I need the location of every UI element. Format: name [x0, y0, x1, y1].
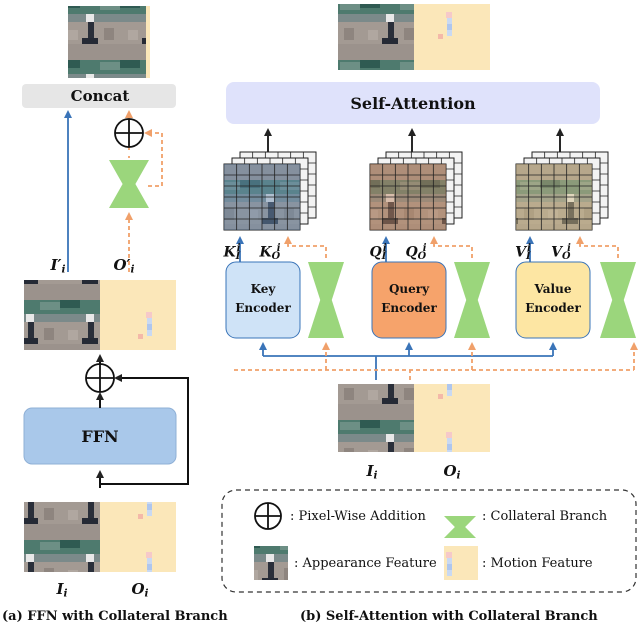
legend-motion-label: : Motion Feature [482, 555, 593, 571]
query-encoder-label-1: Query [388, 282, 430, 296]
left-caption: (a) FFN with Collateral Branch [2, 608, 228, 624]
legend-pixel-addition-icon [254, 502, 282, 530]
query-O-dashed [430, 236, 473, 258]
value-encoder-label-1: Value [534, 282, 572, 296]
residual-connection [100, 374, 189, 485]
label-K-O: KOi [259, 242, 281, 262]
left-orange-loop-to-plus [144, 129, 163, 187]
right-label-I: Ii [366, 462, 378, 482]
label-Q-O: QOi [405, 242, 427, 262]
legend-collateral-branch-icon [444, 516, 476, 538]
legend-pixel-addition-label: : Pixel-Wise Addition [290, 508, 426, 524]
right-bottom-motion-image [414, 384, 490, 452]
right-label-O: Oi [443, 462, 461, 482]
left-top-motion-sliver [146, 6, 150, 78]
legend-appearance-icon [254, 546, 288, 580]
ffn-label: FFN [81, 426, 119, 446]
label-I-prime: I′i [50, 256, 66, 276]
legend-appearance-label: : Appearance Feature [294, 555, 437, 571]
left-pixel-addition-mid [85, 363, 115, 393]
left-bottom-motion-image [100, 502, 176, 572]
left-top-appearance-image [68, 6, 146, 78]
legend-collateral-branch-label: : Collateral Branch [482, 508, 608, 524]
query-collateral-branch [454, 262, 490, 338]
legend-motion-icon [444, 546, 478, 580]
label-O-prime: O′i [113, 256, 135, 276]
key-O-dashed [284, 236, 327, 258]
label-V-O: VOi [551, 242, 571, 262]
label-K-I: KIi [223, 242, 241, 262]
left-bottom-appearance-image [24, 502, 100, 572]
query-encoder-label-2: Encoder [381, 301, 437, 315]
value-encoder-label-2: Encoder [525, 301, 581, 315]
value-encoder-box [515, 261, 591, 339]
concat-box [22, 84, 176, 108]
value-collateral-branch [600, 262, 636, 338]
legend-box [221, 489, 637, 593]
query-encoder-box [371, 261, 447, 339]
left-collateral-branch [109, 160, 149, 208]
left-mid-motion-image [100, 280, 176, 350]
value-O-dashed [576, 236, 619, 258]
label-Q-I: QIi [369, 242, 387, 262]
right-top-appearance-image [338, 4, 414, 70]
key-collateral-branch [308, 262, 344, 338]
key-encoder-label-1: Key [250, 282, 276, 296]
self-attention-label: Self-Attention [350, 93, 476, 113]
left-mid-appearance-image [24, 280, 100, 350]
left-pixel-addition-top [114, 118, 144, 148]
label-V-I: VIi [515, 242, 531, 262]
self-attention-box [226, 82, 600, 124]
left-label-I: Ii [56, 580, 68, 600]
concat-label: Concat [70, 87, 130, 105]
right-top-motion-image [414, 4, 490, 70]
right-caption: (b) Self-Attention with Collateral Branc… [300, 608, 598, 624]
left-label-O: Oi [131, 580, 149, 600]
key-encoder-label-2: Encoder [235, 301, 291, 315]
key-encoder-box [225, 261, 301, 339]
right-bottom-appearance-image [338, 384, 414, 452]
